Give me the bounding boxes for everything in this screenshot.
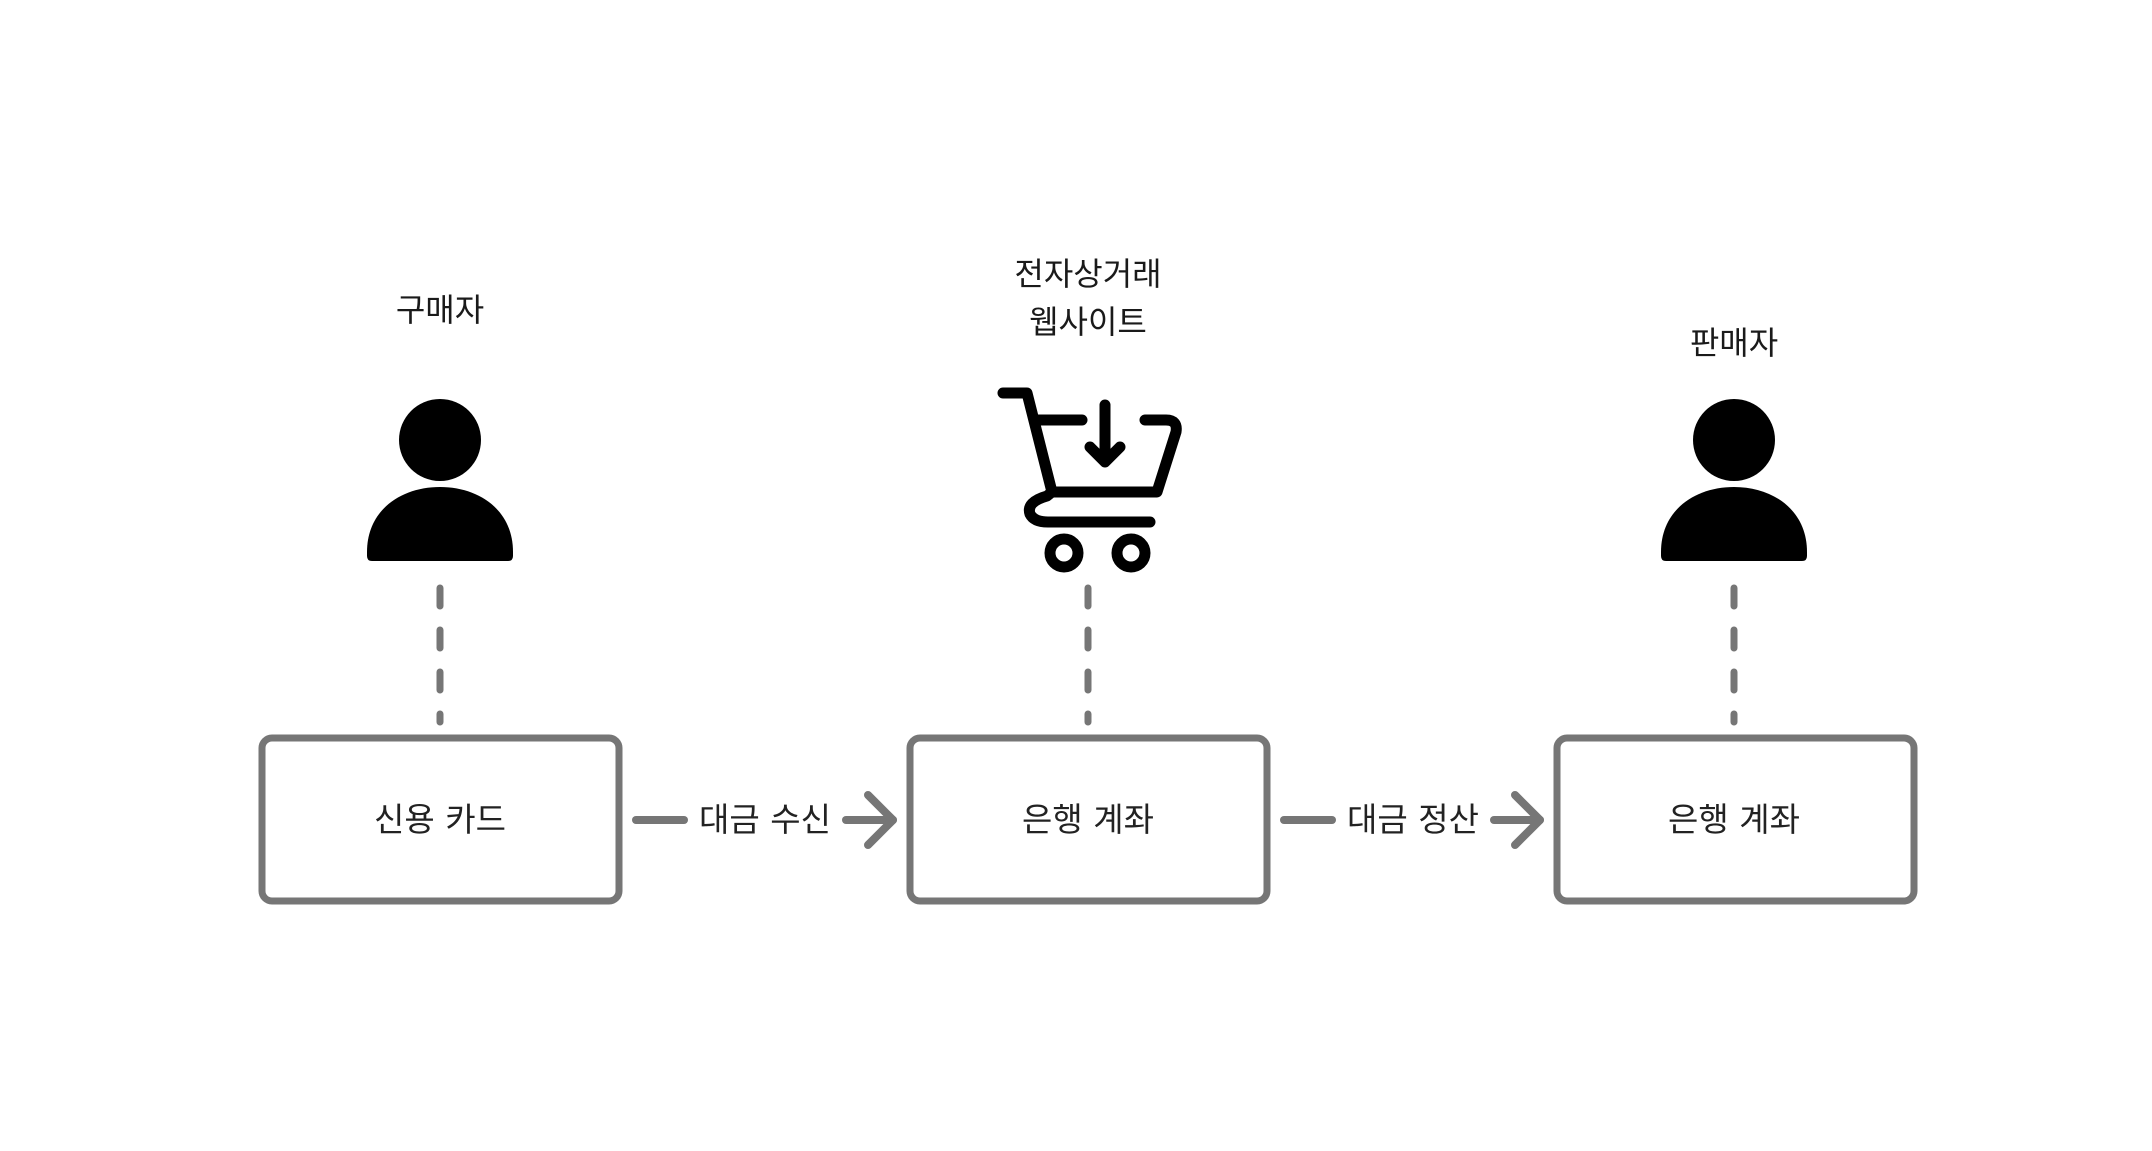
buyer-label: 구매자 [395,291,485,329]
website-label-line1: 전자상거래 [1014,255,1162,293]
website-label: 전자상거래 웹사이트 [1014,250,1161,346]
boxes [258,734,1918,905]
settle-payment-label: 대금 정산 [1347,800,1479,839]
buyer-person-icon [367,399,513,561]
flow-connectors [632,791,1544,849]
credit-card-box [258,734,623,905]
website-bank-account-box [906,734,1271,905]
website-bank-account-box-label: 은행 계좌 [1022,800,1154,839]
receive-payment-label: 대금 수신 [699,800,831,839]
dashed-connectors [436,584,1738,726]
arrow-head-icon [1511,791,1544,849]
arrow-head-icon [864,791,897,849]
seller-bank-account-box-label: 은행 계좌 [1668,800,1800,839]
seller-person-icon [1661,399,1807,561]
shopping-cart-download-icon [997,387,1182,573]
seller-bank-account-box [1553,734,1918,905]
website-label-line2: 웹사이트 [1029,303,1147,341]
credit-card-box-label: 신용 카드 [374,800,506,839]
seller-label: 판매자 [1689,324,1779,362]
